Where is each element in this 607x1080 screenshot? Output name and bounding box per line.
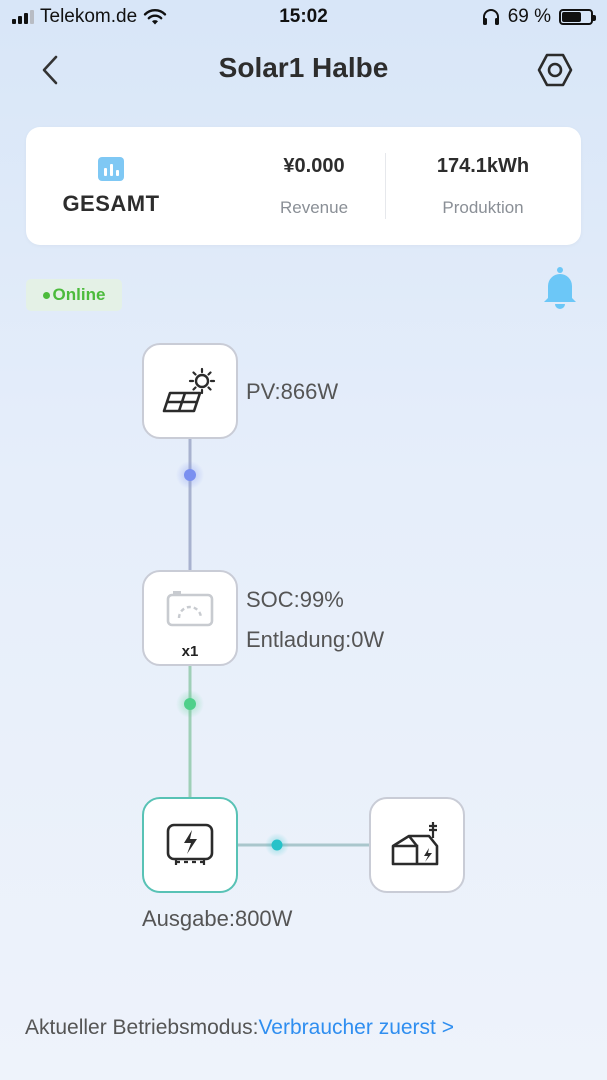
online-dot-icon xyxy=(42,291,50,299)
battery-storage-icon xyxy=(166,591,214,627)
production-label: Produktion xyxy=(442,198,524,217)
carrier-name: Telekom.de xyxy=(40,6,138,27)
status-right: 69 % xyxy=(482,6,596,28)
chevron-left-icon xyxy=(42,55,58,85)
battery-percent: 69 % xyxy=(507,6,551,27)
inverter-node[interactable] xyxy=(142,797,238,893)
operating-mode-prefix: Aktueller Betriebsmodus: xyxy=(25,1016,259,1039)
inverter-bolt-icon xyxy=(166,823,214,865)
pv-flow-dot xyxy=(184,469,196,481)
page-title: Solar1 Halbe xyxy=(218,52,389,83)
operating-mode-row: Aktueller Betriebsmodus:Verbraucher zuer… xyxy=(25,1016,454,1040)
production-stat: 174.1kWh Produktion xyxy=(393,155,573,218)
bell-icon[interactable] xyxy=(540,266,580,310)
hexagon-settings-icon xyxy=(537,53,573,87)
status-left: Telekom.de xyxy=(12,6,167,28)
production-value: 174.1kWh xyxy=(436,155,530,177)
online-label: Online xyxy=(52,285,106,304)
gesamt-section: GESAMT xyxy=(56,157,166,217)
revenue-value: ¥0.000 xyxy=(283,155,345,177)
soc-label: SOC:99% xyxy=(246,587,344,612)
revenue-label: Revenue xyxy=(279,198,349,217)
solar-panel-sun-icon xyxy=(162,367,216,413)
pv-node[interactable] xyxy=(142,343,238,439)
cellular-signal-icon xyxy=(12,10,34,24)
operating-mode-link[interactable]: Verbraucher zuerst > xyxy=(258,1016,454,1039)
headphones-icon xyxy=(482,9,499,25)
pv-power-label: PV:866W xyxy=(246,379,339,404)
output-flow-dot xyxy=(271,839,283,851)
settings-button[interactable] xyxy=(533,48,577,92)
stat-divider xyxy=(385,153,386,219)
bar-chart-icon xyxy=(98,157,124,181)
header: Solar1 Halbe xyxy=(0,42,607,98)
battery-icon xyxy=(559,9,596,25)
wifi-icon xyxy=(143,9,167,25)
home-grid-icon xyxy=(391,822,439,866)
back-button[interactable] xyxy=(30,50,70,90)
summary-card[interactable]: GESAMT ¥0.000 Revenue 174.1kWh Produktio… xyxy=(26,127,581,245)
online-status-badge: Online xyxy=(26,279,122,311)
battery-node[interactable]: x1 xyxy=(142,570,238,666)
revenue-stat: ¥0.000 Revenue xyxy=(224,155,404,218)
discharge-label: Entladung:0W xyxy=(246,627,385,652)
battery-flow-dot xyxy=(184,698,196,710)
home-node[interactable] xyxy=(369,797,465,893)
battery-count: x1 xyxy=(181,643,199,660)
output-power-label: Ausgabe:800W xyxy=(142,906,293,931)
gesamt-label: GESAMT xyxy=(62,191,160,216)
